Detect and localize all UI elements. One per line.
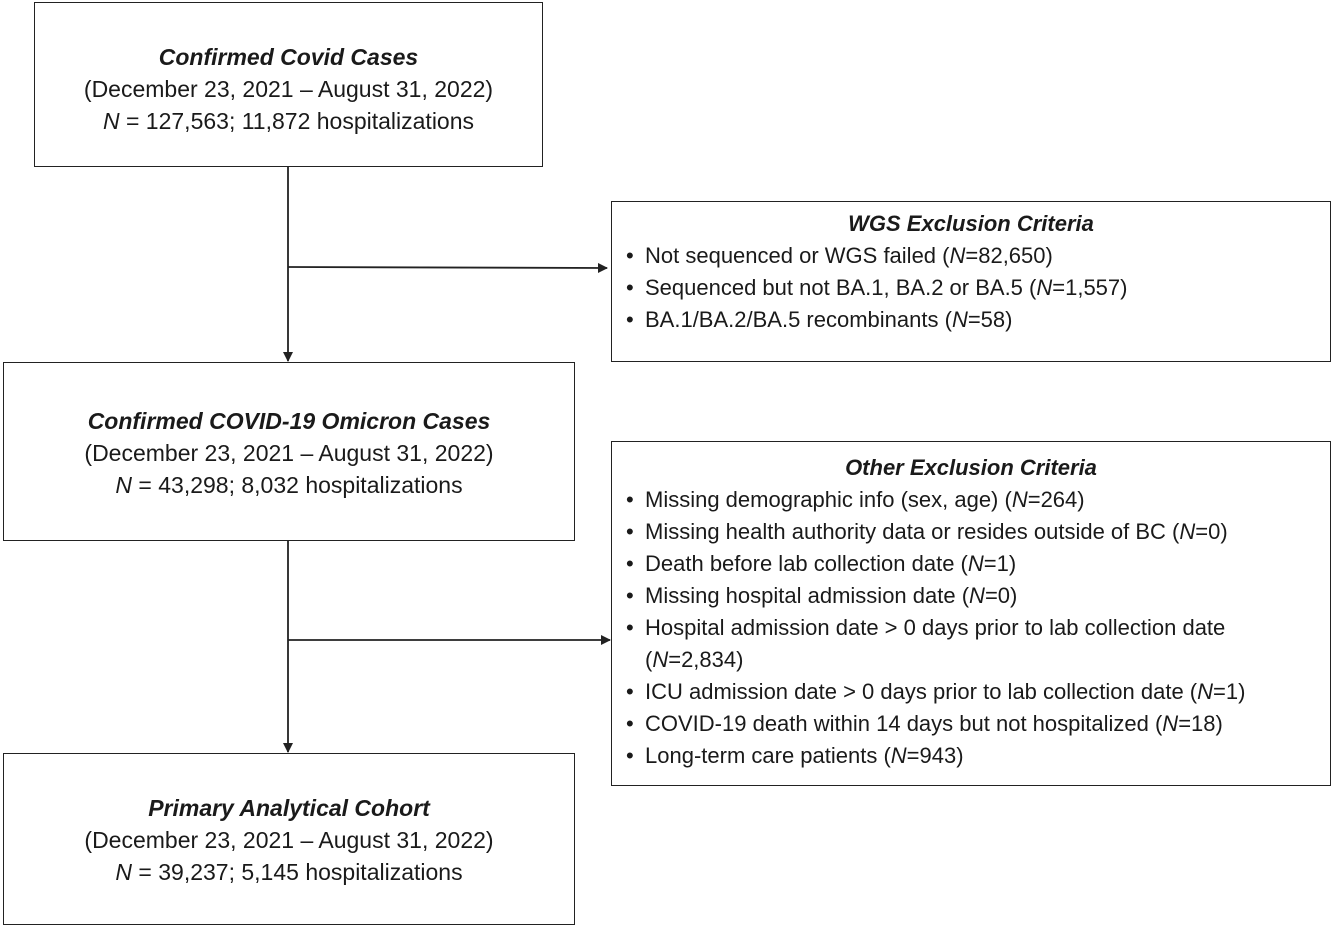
omicron-cases-box: Confirmed COVID-19 Omicron Cases (Decemb… (3, 362, 575, 541)
wgs-exclusion-title: WGS Exclusion Criteria (848, 211, 1094, 236)
list-item: •Long-term care patients (N=943) (626, 743, 964, 768)
list-item: •Not sequenced or WGS failed (N=82,650) (626, 243, 1053, 268)
box-dates: (December 23, 2021 – August 31, 2022) (83, 76, 494, 102)
list-item: •Death before lab collection date (N=1) (626, 551, 1017, 576)
box-title: Confirmed COVID-19 Omicron Cases (87, 408, 491, 434)
confirmed-covid-cases-box: Confirmed Covid Cases (December 23, 2021… (34, 2, 543, 167)
arrow-to-wgs-exclusion (287, 262, 608, 273)
list-item: •Missing demographic info (sex, age) (N=… (626, 487, 1085, 512)
wgs-exclusion-box: WGS Exclusion Criteria •Not sequenced or… (611, 201, 1331, 362)
primary-analytical-cohort-box: Primary Analytical Cohort (December 23, … (3, 753, 575, 925)
list-item: •Sequenced but not BA.1, BA.2 or BA.5 (N… (626, 275, 1128, 300)
other-exclusion-title: Other Exclusion Criteria (845, 455, 1097, 480)
list-item: •BA.1/BA.2/BA.5 recombinants (N=58) (626, 307, 1013, 332)
list-item: •Missing hospital admission date (N=0) (626, 583, 1018, 608)
other-exclusion-list: •Missing demographic info (sex, age) (N=… (626, 484, 1330, 772)
box-title: Confirmed Covid Cases (158, 44, 419, 70)
box-count: N = 127,563; 11,872 hospitalizations (102, 108, 475, 134)
box-dates: (December 23, 2021 – August 31, 2022) (84, 827, 494, 853)
box-dates: (December 23, 2021 – August 31, 2022) (84, 440, 494, 466)
wgs-exclusion-list: •Not sequenced or WGS failed (N=82,650) … (626, 240, 1330, 336)
list-item: •Missing health authority data or reside… (626, 519, 1228, 544)
box-count: N = 43,298; 8,032 hospitalizations (115, 472, 463, 498)
list-item: •COVID-19 death within 14 days but not h… (626, 711, 1223, 736)
other-exclusion-box: Other Exclusion Criteria •Missing demogr… (611, 441, 1331, 786)
box-title: Primary Analytical Cohort (148, 795, 430, 821)
box-count: N = 39,237; 5,145 hospitalizations (115, 859, 463, 885)
list-item: •Hospital admission date > 0 days prior … (626, 615, 1226, 672)
list-item: •ICU admission date > 0 days prior to la… (626, 679, 1246, 704)
